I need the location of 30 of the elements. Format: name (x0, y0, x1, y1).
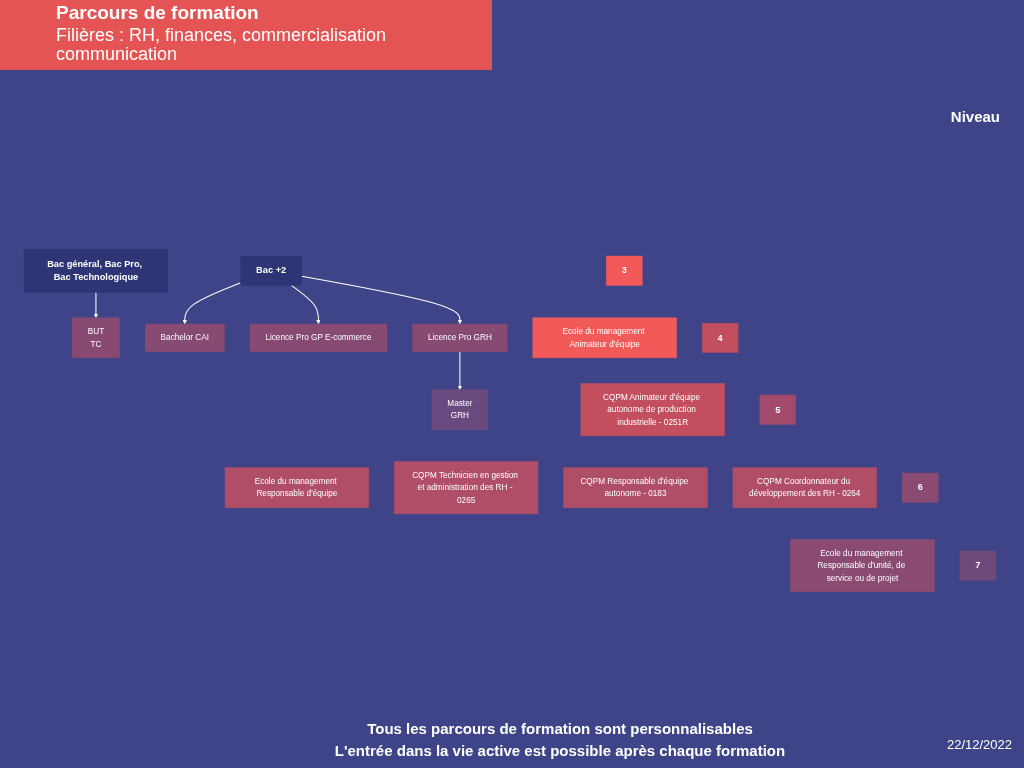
arrow (182, 281, 242, 324)
footer-note: Tous les parcours de formation sont personnalisables (366, 719, 754, 739)
node-box: CQPM Technicien en gestion et administration des RH - 0265 (394, 460, 539, 514)
node-box: Bac +2 (240, 255, 302, 286)
node-box: CQPM Coordonnateur du développement des RH - 0264 (732, 466, 877, 508)
node-box: 6 (902, 472, 939, 503)
node-box: Licence Pro GP E-commerce (249, 323, 388, 352)
node-box: BUT TC (72, 317, 120, 358)
node-box: CQPM Responsable d'équipe autonome - 0183 (563, 466, 708, 508)
node-box: Ecole du management Animateur d'équipe (532, 317, 677, 358)
arrow (93, 291, 99, 318)
node-box: 5 (759, 394, 797, 425)
title: Parcours de formation (56, 2, 259, 24)
node-box: 4 (701, 322, 739, 353)
footer-note: L'entrée dans la vie active est possible après chaque formation (333, 741, 787, 761)
node-box: Bachelor CAI (144, 323, 225, 352)
node-box: CQPM Animateur d'équipe autonome de production industrielle - 0251R (580, 382, 725, 436)
column-heading: Niveau (950, 108, 1000, 125)
node-box: Licence Pro GRH (412, 323, 508, 352)
subtitle: Filières : RH, finances, commercialisation communication (56, 26, 388, 64)
date: 22/12/2022 (946, 737, 1012, 752)
node-box: 3 (606, 255, 643, 286)
node-box: 7 (959, 550, 997, 581)
node-box: Bac général, Bac Pro, Bac Technologique (23, 248, 169, 292)
node-box: Master GRH (431, 388, 489, 430)
node-box: Ecole du management Responsable d'équipe (224, 466, 369, 508)
arrow (301, 275, 463, 324)
arrow (290, 284, 321, 324)
arrow (457, 350, 463, 390)
node-box: Ecole du management Responsable d'unité, de service ou de projet (790, 538, 935, 592)
